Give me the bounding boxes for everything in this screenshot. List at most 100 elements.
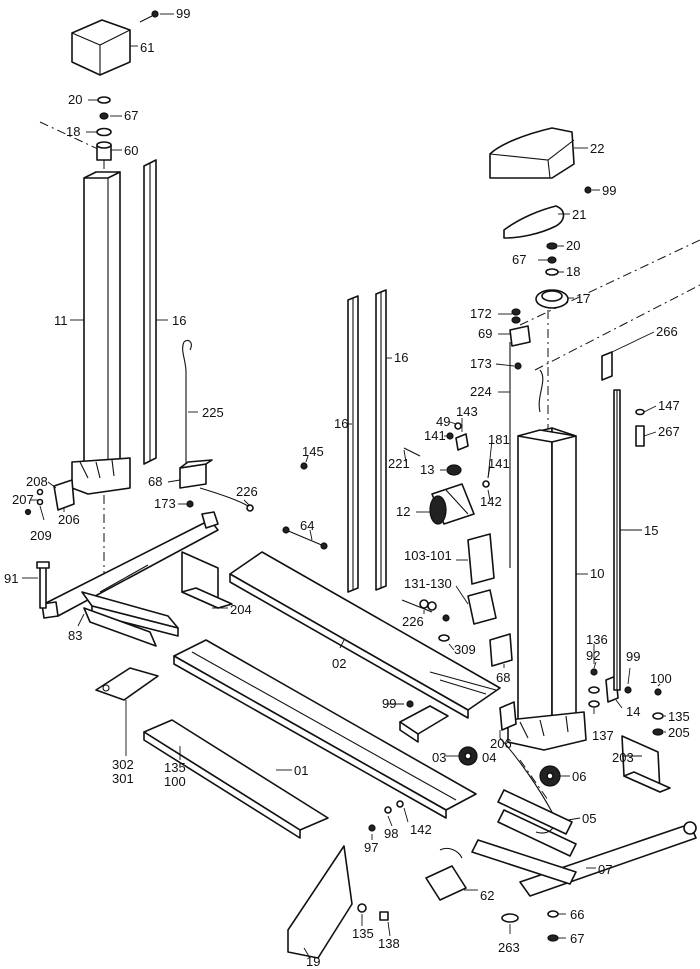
part-100-135-205-fasteners xyxy=(652,688,664,736)
part-label-68: 68 xyxy=(496,670,510,685)
part-label-226: 226 xyxy=(402,614,424,629)
part-263-washer xyxy=(501,913,519,923)
part-label-225: 225 xyxy=(202,405,224,420)
part-label-302: 302 xyxy=(112,757,134,772)
part-label-20: 20 xyxy=(566,238,580,253)
part-label-67: 67 xyxy=(570,931,584,946)
part-label-99: 99 xyxy=(602,183,616,198)
part-label-19: 19 xyxy=(306,954,320,969)
part-05-chain xyxy=(497,737,573,835)
part-label-100: 100 xyxy=(164,774,186,789)
part-label-04: 04 xyxy=(482,750,496,765)
part-label-91: 91 xyxy=(4,571,18,586)
part-label-208: 208 xyxy=(26,474,48,489)
part-label-266: 266 xyxy=(656,324,678,339)
part-138-bolt xyxy=(357,903,389,921)
part-label-01: 01 xyxy=(294,763,308,778)
part-label-60: 60 xyxy=(124,143,138,158)
part-label-67: 67 xyxy=(124,108,138,123)
part-label-205: 205 xyxy=(668,725,690,740)
part-label-20: 20 xyxy=(68,92,82,107)
part-135-ramp-channel xyxy=(143,719,329,839)
part-label-67: 67 xyxy=(512,252,526,267)
part-206-bracket-right xyxy=(499,701,517,731)
part-label-221: 221 xyxy=(388,456,410,471)
part-11-left-column xyxy=(71,171,131,495)
part-103-101-box xyxy=(467,533,495,585)
part-label-173: 173 xyxy=(470,356,492,371)
part-97-98-fasteners xyxy=(368,800,404,832)
part-label-92: 92 xyxy=(586,648,600,663)
part-224-cable xyxy=(509,342,544,568)
part-label-141: 141 xyxy=(488,456,510,471)
part-label-263: 263 xyxy=(498,940,520,955)
part-92-137-fasteners xyxy=(588,668,600,708)
part-label-142: 142 xyxy=(480,494,502,509)
part-label-16: 16 xyxy=(172,313,186,328)
part-label-203: 203 xyxy=(612,750,634,765)
part-label-100: 100 xyxy=(650,671,672,686)
part-19-guard-plate xyxy=(287,845,353,959)
part-66-67-washers xyxy=(547,910,559,942)
part-label-137: 137 xyxy=(592,728,614,743)
part-label-309: 309 xyxy=(454,642,476,657)
part-69-block xyxy=(509,308,531,370)
part-stack-left-top xyxy=(96,96,112,161)
part-label-03: 03 xyxy=(432,750,446,765)
part-label-147: 147 xyxy=(658,398,680,413)
part-label-226: 226 xyxy=(236,484,258,499)
part-label-206: 206 xyxy=(490,736,512,751)
part-stack-right xyxy=(545,242,559,276)
part-label-22: 22 xyxy=(590,141,604,156)
part-302-plate xyxy=(95,667,159,701)
part-225-cable xyxy=(182,339,192,470)
part-label-267: 267 xyxy=(658,424,680,439)
part-label-131-130: 131-130 xyxy=(404,576,452,591)
part-label-16: 16 xyxy=(334,416,348,431)
part-label-61: 61 xyxy=(140,40,154,55)
part-label-13: 13 xyxy=(420,462,434,477)
part-label-99: 99 xyxy=(382,696,396,711)
part-label-135: 135 xyxy=(164,760,186,775)
part-62-chain-link xyxy=(425,847,467,901)
part-21-belt-cover xyxy=(503,205,565,239)
part-label-06: 06 xyxy=(572,769,586,784)
part-label-18: 18 xyxy=(566,264,580,279)
part-label-18: 18 xyxy=(66,124,80,139)
part-label-141: 141 xyxy=(424,428,446,443)
part-145-bolt xyxy=(300,462,308,470)
part-label-181: 181 xyxy=(488,432,510,447)
part-label-64: 64 xyxy=(300,518,314,533)
part-label-98: 98 xyxy=(384,826,398,841)
part-03-block xyxy=(399,700,449,743)
part-06-sprocket xyxy=(539,765,561,787)
part-label-138: 138 xyxy=(378,936,400,951)
part-label-135: 135 xyxy=(668,709,690,724)
part-266-bracket xyxy=(601,351,645,447)
part-204-plate xyxy=(181,551,233,609)
part-16-left-channel xyxy=(143,159,157,465)
part-label-69: 69 xyxy=(478,326,492,341)
leader-lines xyxy=(22,13,666,959)
part-label-97: 97 xyxy=(364,840,378,855)
part-64-link xyxy=(282,526,328,550)
part-label-173: 173 xyxy=(154,496,176,511)
part-02-floor-cover xyxy=(229,551,501,719)
part-13-pulley xyxy=(446,464,462,476)
part-label-05: 05 xyxy=(582,811,596,826)
assembly-centerlines xyxy=(39,121,700,801)
part-01-base-frame xyxy=(173,639,477,819)
part-label-07: 07 xyxy=(598,862,612,877)
part-83-swing-arm xyxy=(41,511,219,647)
part-label-301: 301 xyxy=(112,771,134,786)
part-206-bracket-left xyxy=(24,479,75,516)
part-label-145: 145 xyxy=(302,444,324,459)
part-label-142: 142 xyxy=(410,822,432,837)
part-label-16: 16 xyxy=(394,350,408,365)
part-68-switch-block xyxy=(179,459,254,512)
part-label-207: 207 xyxy=(12,492,34,507)
part-label-83: 83 xyxy=(68,628,82,643)
